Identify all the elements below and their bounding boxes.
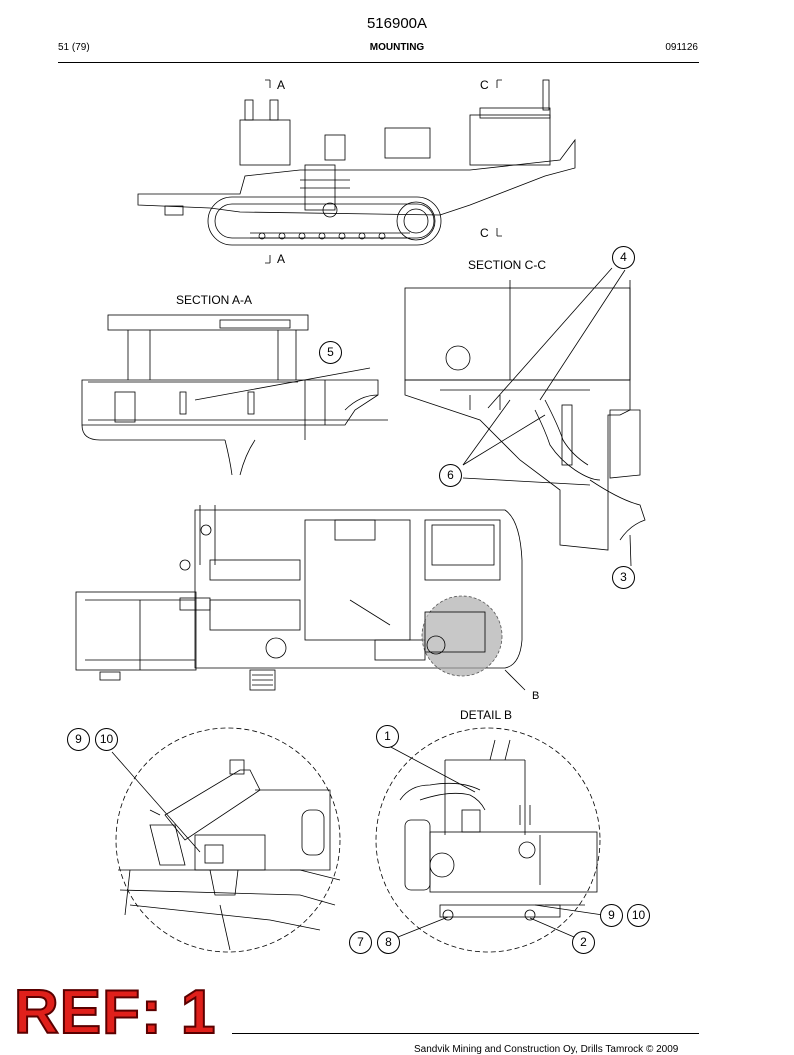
cut-a-bottom-label: A bbox=[277, 252, 286, 266]
section-cc-title: SECTION C-C bbox=[468, 258, 546, 272]
cut-a-top-label: A bbox=[277, 78, 286, 92]
copyright-text: Sandvik Mining and Construction Oy, Dril… bbox=[414, 1044, 679, 1055]
callout-7: 7 bbox=[349, 931, 372, 954]
callout-1: 1 bbox=[376, 725, 399, 748]
callout-9-left: 9 bbox=[67, 728, 90, 751]
detail-b-title: DETAIL B bbox=[460, 708, 513, 722]
page-number: 51 (79) bbox=[58, 42, 90, 53]
section-cc-view bbox=[404, 267, 646, 567]
callout-5: 5 bbox=[319, 341, 342, 364]
callout-2: 2 bbox=[572, 931, 595, 954]
cut-c-bottom-label: C bbox=[480, 226, 489, 240]
detail-b-marker bbox=[421, 595, 503, 677]
detail-b-pointer-label: B bbox=[532, 690, 540, 702]
callout-8: 8 bbox=[377, 931, 400, 954]
section-title: MOUNTING bbox=[369, 42, 425, 53]
callout-10-right: 10 bbox=[627, 904, 650, 927]
cut-c-top-label: C bbox=[480, 78, 489, 92]
callout-4: 4 bbox=[612, 246, 635, 269]
detail-b-view bbox=[375, 727, 604, 953]
section-aa-view bbox=[81, 314, 388, 476]
callout-6: 6 bbox=[439, 464, 462, 487]
callout-3: 3 bbox=[612, 566, 635, 589]
ref-stamp: REF: 1 bbox=[13, 978, 217, 1047]
detail-left-view bbox=[111, 727, 341, 953]
document-number: 516900A bbox=[366, 15, 428, 32]
top-view bbox=[75, 505, 526, 691]
rig-side-view bbox=[137, 79, 576, 264]
footer-rule bbox=[232, 1033, 699, 1034]
date-code: 091126 bbox=[665, 42, 698, 53]
section-aa-title: SECTION A-A bbox=[176, 293, 253, 307]
callout-9-right: 9 bbox=[600, 904, 623, 927]
header-rule bbox=[58, 62, 699, 63]
callout-10-left: 10 bbox=[95, 728, 118, 751]
